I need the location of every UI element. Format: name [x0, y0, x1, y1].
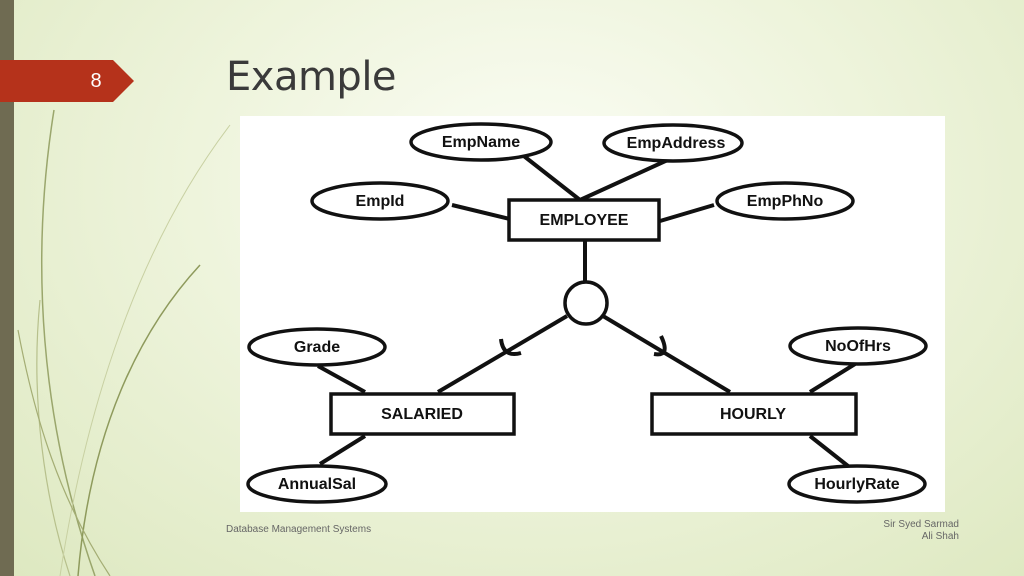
- footer-author-line1: Sir Syed Sarmad: [883, 519, 959, 530]
- attr-empaddress-label: EmpAddress: [627, 135, 726, 152]
- attr-empid-ellipse: [310, 181, 450, 221]
- isa-circle: [563, 280, 609, 326]
- entity-employee-label: EMPLOYEE: [540, 212, 629, 229]
- connector-empname: [518, 151, 582, 202]
- left-sidebar-bar: [0, 0, 14, 576]
- attr-empname-label: EmpName: [442, 134, 520, 151]
- connector-isa-salaried: [436, 314, 569, 394]
- footer-course-name: Database Management Systems: [226, 524, 372, 535]
- connector-isa-hourly: [601, 314, 732, 394]
- attr-empaddress-ellipse: [602, 123, 744, 163]
- footer-author-line2: Ali Shah: [921, 531, 959, 542]
- attr-noofhrs-ellipse: [788, 326, 928, 366]
- slide-number: 8: [90, 70, 102, 92]
- connector-empid: [451, 203, 511, 221]
- entity-salaried-box: [329, 392, 516, 436]
- slide-title: Example: [226, 54, 397, 100]
- attr-empphno-label: EmpPhNo: [747, 193, 824, 210]
- entity-employee-box: [507, 198, 661, 242]
- connector-grade: [317, 364, 366, 394]
- attr-noofhrs-label: NoOfHrs: [825, 338, 891, 355]
- connector-noofhrs: [808, 362, 857, 394]
- decorative-swooshes: [17, 109, 231, 576]
- attr-hourlyrate-label: HourlyRate: [814, 476, 899, 493]
- attr-annualsal-ellipse: [246, 464, 388, 504]
- connector-hourlyrate: [808, 434, 850, 468]
- subset-arc-hourly: [653, 335, 667, 357]
- attr-annualsal-label: AnnualSal: [278, 476, 356, 493]
- attr-grade-label: Grade: [294, 339, 340, 356]
- footer-author: Sir Syed Sarmad Ali Shah: [820, 519, 959, 543]
- entity-hourly-box: [650, 392, 858, 436]
- er-diagram: EmpName EmpAddress EmpId EmpPhNo Grade A…: [246, 122, 928, 504]
- entity-salaried-label: SALARIED: [381, 406, 463, 423]
- attr-empphno-ellipse: [715, 181, 855, 221]
- connector-empaddress: [579, 156, 673, 202]
- attr-empid-label: EmpId: [356, 193, 405, 210]
- connector-annualsal: [318, 434, 367, 466]
- attr-grade-ellipse: [247, 327, 387, 367]
- entity-hourly-label: HOURLY: [720, 406, 786, 423]
- subset-arc-salaried: [499, 338, 522, 356]
- attr-hourlyrate-ellipse: [787, 464, 927, 504]
- slide-number-tab: [0, 60, 134, 102]
- connector-empphno: [659, 203, 715, 223]
- attr-empname-ellipse: [409, 122, 553, 162]
- er-diagram-panel: EmpName EmpAddress EmpId EmpPhNo Grade A…: [240, 116, 945, 512]
